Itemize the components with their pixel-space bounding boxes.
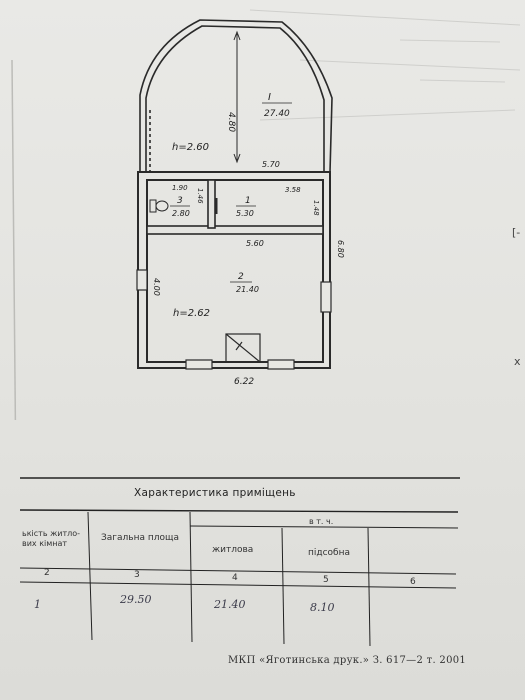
room-3-area: 2.80 <box>172 209 190 218</box>
header-rooms: ькість житло- вих кімнат <box>22 529 81 548</box>
room-2-height: h=2.62 <box>173 308 210 319</box>
inner-width: 5.60 <box>246 239 264 248</box>
col-number-2: 2 <box>44 568 50 578</box>
margin-line <box>11 59 17 420</box>
col-number-4: 4 <box>232 573 238 583</box>
toilet-icon <box>149 199 169 213</box>
room-2-side: 4.00 <box>152 278 161 296</box>
value-rooms: 1 <box>34 598 41 611</box>
bottom-width: 6.22 <box>234 377 254 387</box>
width-top: 5.70 <box>262 160 280 169</box>
room-3-number: 3 <box>177 196 183 206</box>
header-aux: підсобна <box>308 548 351 558</box>
header-total-area: Загальна площа <box>101 533 179 543</box>
value-living-area: 21.40 <box>214 598 246 611</box>
room-small-1-width: 3.58 <box>285 186 301 194</box>
room-i-area: 27.40 <box>264 109 290 119</box>
edge-mark-x: x <box>514 355 521 368</box>
printer-footer: МКП «Яготинська друк.» З. 617—2 т. 2001 <box>228 655 467 666</box>
room-2-area: 21.40 <box>236 285 259 294</box>
value-aux-area: 8.10 <box>310 601 335 614</box>
room-small-1-side: 1.48 <box>312 200 320 216</box>
room-3-dim: 1.90 <box>172 184 188 192</box>
table-lines <box>19 477 460 647</box>
dimension-arrow-vertical <box>233 30 241 164</box>
value-total-area: 29.50 <box>120 593 152 606</box>
header-group: в т. ч. <box>309 517 334 526</box>
stove-symbol <box>225 333 261 363</box>
windows <box>136 269 332 370</box>
edge-mark-bracket: [- <box>512 226 521 239</box>
room-2-number: 2 <box>238 272 244 282</box>
room-small-1-number: 1 <box>245 196 251 206</box>
room-i-outline <box>139 19 333 173</box>
col-number-3: 3 <box>134 570 140 580</box>
col-number-6: 6 <box>410 577 416 587</box>
col-number-5: 5 <box>323 575 329 585</box>
building-outline <box>137 171 331 369</box>
room-i-number: I <box>268 92 271 103</box>
room-3-side: 1.46 <box>196 188 204 204</box>
table-grid <box>19 477 460 647</box>
bleed-through-lines <box>249 9 521 121</box>
room-small-1-area: 5.30 <box>236 209 254 218</box>
right-side-dim: 6.80 <box>336 240 345 258</box>
table-title: Характеристика приміщень <box>134 487 296 499</box>
header-living: житлова <box>212 545 254 555</box>
interior-walls <box>146 179 324 235</box>
room-i-height: h=2.60 <box>172 142 209 153</box>
room-i-length: 4.80 <box>226 112 236 132</box>
floor-plan: I 27.40 4.80 h=2.60 5.70 1.90 3 2.80 1.4… <box>11 9 521 420</box>
